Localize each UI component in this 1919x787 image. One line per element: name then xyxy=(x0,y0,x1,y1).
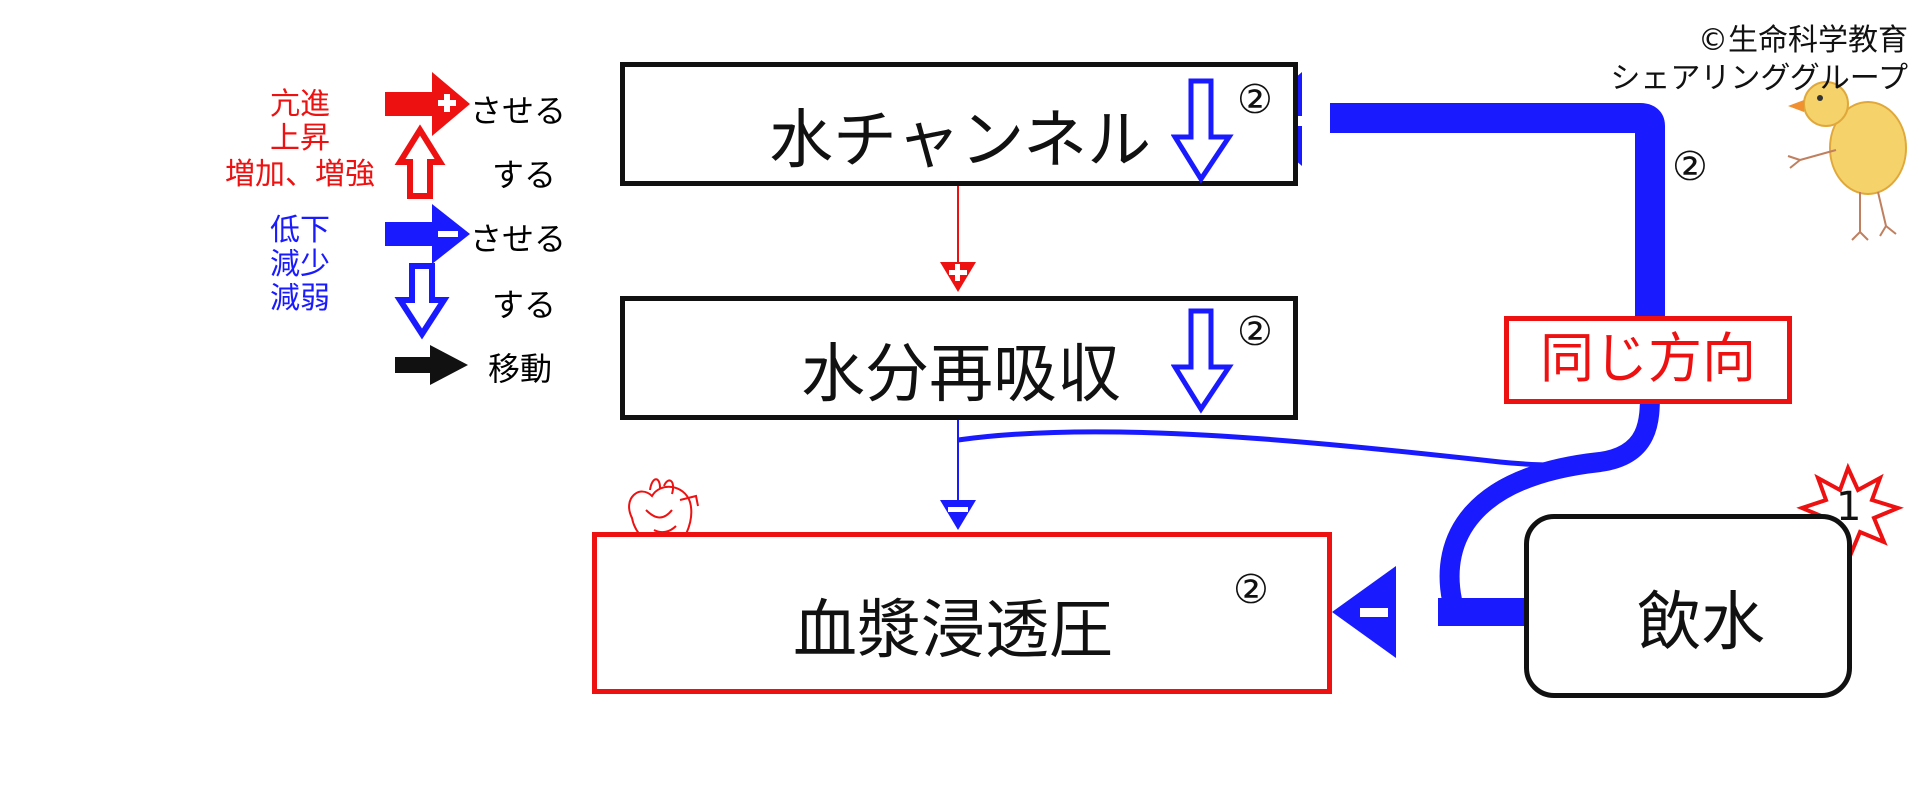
drinking-water-marker: 1 xyxy=(1836,484,1862,530)
same-direction-label: 同じ方向 xyxy=(1504,316,1792,404)
water-channel-label: 水チャンネル xyxy=(769,104,1152,178)
legend-saseru-label-down: させる xyxy=(470,220,567,258)
legend-increase-term-1: 亢進 xyxy=(270,87,330,122)
copyright-line-1: ©生命科学教育 xyxy=(1698,23,1908,58)
legend-red-plus-arrow-icon xyxy=(385,72,470,136)
drinking-water-node: 飲水 xyxy=(1524,514,1852,698)
duck-illustration-icon xyxy=(1787,81,1907,241)
plasma-osmolality-node: 血漿浸透圧 ② xyxy=(592,532,1332,694)
legend-decrease-term-3: 減弱 xyxy=(270,281,330,316)
water-channel-marker: ② xyxy=(1237,77,1273,123)
legend-saseru-label-up: させる xyxy=(470,92,567,130)
plasma-osmolality-marker: ② xyxy=(1233,567,1269,613)
red-plus-arrow-channel-to-reabsorption xyxy=(940,186,976,292)
blue-down-arrow-icon xyxy=(1171,78,1234,184)
legend-increase-term-3: 増加、増強 xyxy=(225,157,375,192)
water-reabsorption-node: 水分再吸収 ② xyxy=(620,296,1298,420)
legend-increase-term-2: 上昇 xyxy=(270,121,330,156)
legend-suru-label-up: する xyxy=(492,156,557,194)
legend-black-move-arrow-icon xyxy=(395,345,468,385)
drinking-water-label: 飲水 xyxy=(1637,586,1765,660)
legend-decrease-term-1: 低下 xyxy=(270,213,330,248)
plasma-osmolality-label: 血漿浸透圧 xyxy=(793,594,1113,668)
legend-blue-minus-arrow-icon xyxy=(385,204,470,264)
copyright-line-2: シェアリンググループ xyxy=(1610,61,1908,96)
blue-minus-arrowhead-plasma-icon xyxy=(1332,566,1396,658)
loop-path-marker: ② xyxy=(1672,144,1708,190)
water-reabsorption-marker: ② xyxy=(1237,309,1273,355)
legend-decrease-term-2: 減少 xyxy=(270,247,330,282)
water-reabsorption-label: 水分再吸収 xyxy=(801,338,1121,412)
legend-move-label: 移動 xyxy=(488,350,553,388)
feedback-loop-arrow xyxy=(1330,103,1665,626)
copyright-text: ©生命科学教育 シェアリンググループ xyxy=(1560,22,1908,98)
blue-minus-arrow-reabsorption-to-plasma xyxy=(940,420,1642,530)
blue-down-arrow-icon xyxy=(1171,308,1234,414)
water-channel-node: 水チャンネル ② xyxy=(620,62,1298,186)
legend-suru-label-down: する xyxy=(492,286,557,324)
legend-red-up-arrow-icon xyxy=(394,124,446,199)
legend-blue-down-arrow-icon xyxy=(394,263,450,340)
